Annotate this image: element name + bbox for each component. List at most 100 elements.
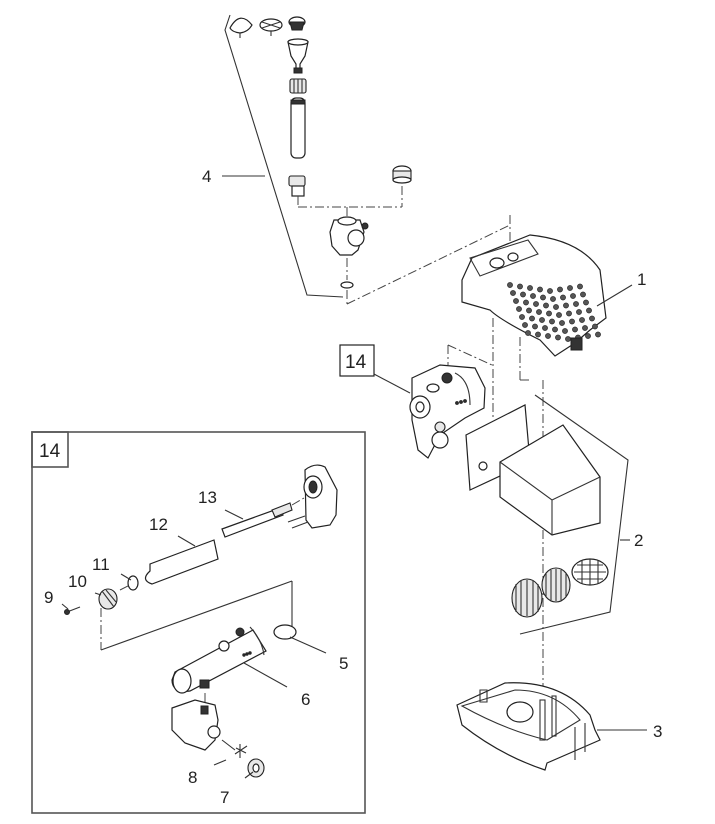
uv-unit-assembly: 14 [339,344,486,459]
vent-hole [507,282,513,288]
inset-label-box [31,431,69,468]
vent-hole [545,333,551,339]
vent-hole [583,299,589,306]
vent-hole [580,291,586,298]
callout-label-10: 10 [68,572,87,591]
vent-hole [563,302,569,309]
callout-leader-14 [373,373,411,394]
vent-hole [569,318,575,325]
seal-ring [127,575,139,591]
vent-hole [526,307,532,314]
vent-hole [525,330,531,336]
vent-hole [516,306,522,312]
vent-hole [530,293,536,299]
callout-label-3: 3 [653,722,662,741]
callout-label-9: 9 [44,588,53,607]
vent-hole [513,298,519,304]
callout-leader-8 [213,759,227,766]
vent-hole [585,333,591,339]
callout-label-8: 8 [188,768,197,787]
callout-leader-12 [177,535,196,547]
vent-hole [567,285,573,291]
vent-hole [553,304,559,310]
callout-leader-13 [224,509,244,520]
filter-sponge [499,424,601,536]
vent-hole [520,291,526,298]
union-nut [98,588,118,610]
vent-hole [522,322,528,328]
assembly-box-14 [339,344,375,377]
callout-label-1: 1 [637,270,646,289]
filter-set [465,394,630,635]
vent-hole [589,315,595,322]
callout-label-12: 12 [149,515,168,534]
vent-hole [527,285,533,291]
vent-hole [556,312,562,318]
vent-hole [592,323,598,330]
filter-bio-media [511,558,609,618]
inset-frame [31,431,366,814]
uv-housing [171,626,267,694]
fountain-attachment-set [222,14,511,305]
base [456,682,647,771]
inset-uv-unit-exploded: 14 [31,431,366,814]
callout-leader-10 [94,592,102,596]
vent-hole [566,310,572,317]
callout-label-2: 2 [634,531,643,550]
vent-hole [537,286,543,293]
screw [64,606,81,615]
nut-top [289,78,307,94]
vent-hole [546,310,552,317]
callout-label-4: 4 [202,167,211,186]
callout-label-6: 6 [301,690,310,709]
vent-hole [540,294,546,301]
vent-hole [565,336,571,342]
callout-leader-7 [244,771,254,779]
vent-hole [572,326,578,333]
vent-hole [579,317,585,323]
vent-hole [557,286,563,293]
vent-hole [539,317,545,323]
callout-leader-11 [120,573,132,581]
callout-bracket-2 [519,394,629,635]
o-ring [273,624,297,640]
vent-hole [529,315,535,322]
vent-hole [586,307,592,314]
cover [461,215,633,357]
nozzle-star [259,18,283,36]
vent-hole [523,299,529,306]
vent-hole [549,318,555,325]
vent-hole [555,334,561,341]
t-valve [329,216,369,256]
inset-box-14-label: 14 [39,441,61,462]
callout-label-11: 11 [92,555,110,574]
vent-hole [550,296,556,302]
vent-hole [595,331,601,338]
vent-hole [577,283,583,290]
nozzle-funnel [287,38,309,74]
small-washer [340,281,354,289]
vent-hole [547,288,553,294]
vent-hole [552,326,558,333]
callout-bracket-4 [224,14,344,298]
uvc-lamp [221,497,305,538]
blank-cap [392,165,412,184]
vent-hole [517,283,523,290]
vent-hole [519,314,525,320]
cover-vent-holes [507,282,601,342]
tube-adapter [288,175,306,197]
vent-hole [582,325,588,331]
lamp-socket [287,464,338,529]
riser-tube [290,97,306,159]
vent-hole [543,302,549,309]
callout-label-13: 13 [198,488,217,507]
callout-leader-1 [596,284,633,307]
nozzle-cap [288,16,306,31]
vent-hole [562,328,568,334]
callout-leader-6 [243,662,288,688]
vent-hole [570,293,576,299]
vent-hole [532,323,538,330]
callout-label-7: 7 [220,788,229,807]
callout-leader-5 [289,636,327,654]
impeller [221,739,248,758]
